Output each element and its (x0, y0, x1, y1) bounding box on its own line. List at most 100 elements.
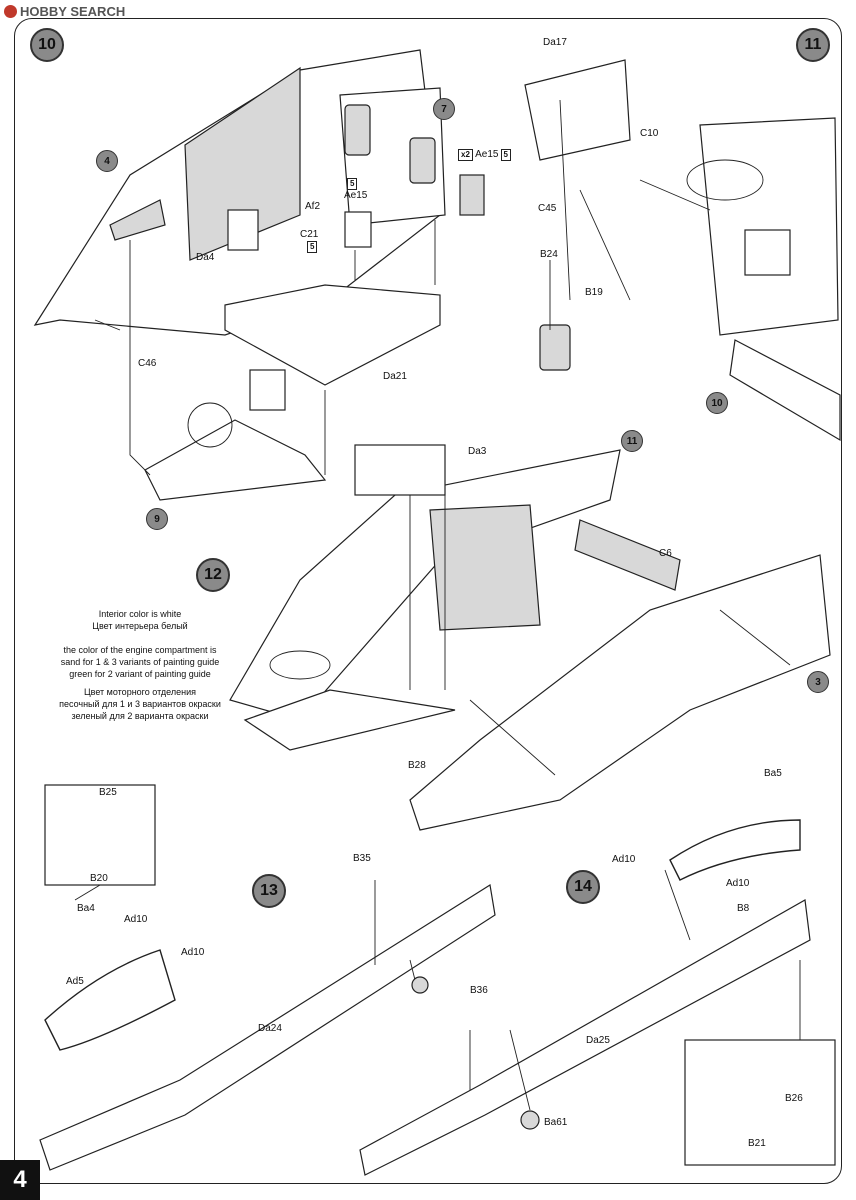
ae15-part (344, 211, 372, 248)
sprue-box: 5 (500, 149, 511, 161)
label-ad10-c: Ad10 (612, 854, 636, 865)
battery-box (109, 199, 166, 241)
filter-canister (344, 104, 371, 156)
hull-inner-panel (184, 66, 301, 261)
watermark: HOBBY SEARCH (4, 4, 125, 19)
ref-step-9: 9 (146, 508, 168, 530)
steering-wheel (269, 650, 331, 680)
gear-lever-base (539, 324, 571, 371)
ref-step-7: 7 (433, 98, 455, 120)
sprue-box: 5 (347, 178, 358, 190)
note-line: green for 2 variant of painting guide (69, 669, 211, 679)
label-c21: C21 (300, 229, 318, 240)
assembly-leaders (469, 869, 801, 1111)
label-af2: Af2 (305, 201, 321, 212)
label-b28: B28 (408, 760, 426, 771)
filter-canister (409, 137, 436, 184)
step-number-12: 12 (196, 558, 230, 592)
label-ba61: Ba61 (544, 1117, 568, 1128)
detail-inset (684, 1039, 836, 1166)
note-line: Цвет интерьера белый (92, 621, 188, 631)
label-ad10-b: Ad10 (181, 947, 205, 958)
da4-box (227, 209, 259, 251)
detail-inset (44, 784, 156, 886)
da21-floor (224, 284, 441, 386)
note-line: Interior color is white (98, 609, 182, 619)
label-b19: B19 (585, 287, 603, 298)
label-b20: B20 (90, 873, 108, 884)
da3-box (354, 444, 446, 496)
steering-wheel (686, 159, 764, 201)
color-notes: Interior color is white Цвет интерьера б… (50, 608, 230, 722)
label-da24: Da24 (258, 1023, 282, 1034)
assembly-leaders (549, 99, 711, 330)
step-12-drawing (229, 444, 831, 831)
shock-absorber (520, 1110, 540, 1130)
step-13-drawing (39, 784, 496, 1171)
label-c21-box: 5 (305, 241, 318, 253)
ae15-box (459, 174, 485, 216)
step-number-14: 14 (566, 870, 600, 904)
label-ad5: Ad5 (66, 976, 84, 987)
ref-step-10: 10 (706, 392, 728, 414)
label-ae15: Ae15 (475, 149, 499, 160)
note-line: the color of the engine compartment is (63, 645, 217, 655)
label-ba5: Ba5 (764, 768, 782, 779)
step-11-drawing (524, 59, 841, 442)
leaf-spring (669, 819, 801, 881)
step-number-13: 13 (252, 874, 286, 908)
note-line: sand for 1 & 3 variants of painting guid… (60, 657, 220, 667)
label-c46: C46 (138, 358, 157, 369)
da17-panel (524, 59, 631, 161)
driver-seat (249, 369, 286, 411)
sprue-box: 5 (307, 241, 318, 253)
label-ae15-group: 5 (345, 178, 358, 190)
ref-step-4: 4 (96, 150, 118, 172)
label-da17: Da17 (543, 37, 567, 48)
label-b24: B24 (540, 249, 558, 260)
assembly-leaders (94, 220, 436, 476)
step-number-10: 10 (30, 28, 64, 62)
c6-bar (574, 519, 681, 591)
label-ae15-b: Ae15 (344, 190, 368, 201)
note-line: песочный для 1 и 3 вариантов окраски (59, 699, 221, 709)
label-b35: B35 (353, 853, 371, 864)
label-b8: B8 (737, 903, 750, 914)
label-da3: Da3 (468, 446, 487, 457)
watermark-text: HOBBY SEARCH (20, 4, 126, 19)
assembly-leaders (74, 880, 416, 981)
hull-lower (729, 339, 841, 442)
label-da25: Da25 (586, 1035, 610, 1046)
label-ad10-a: Ad10 (124, 914, 148, 925)
note-line: Цвет моторного отделения (84, 687, 196, 697)
steering-wheel (187, 402, 233, 448)
b28-floor (243, 689, 456, 751)
seat (744, 229, 791, 276)
ref-step-3: 3 (807, 671, 829, 693)
step9-floor (144, 419, 327, 501)
assembly-leaders (409, 495, 791, 776)
hull-right-wall (409, 554, 831, 831)
label-da4: Da4 (196, 252, 215, 263)
label-b21: B21 (748, 1138, 766, 1149)
step-14-drawing (359, 819, 836, 1176)
label-b26: B26 (785, 1093, 803, 1104)
label-b25: B25 (99, 787, 117, 798)
label-c45: C45 (538, 203, 557, 214)
step-10-drawing (33, 49, 485, 501)
logo-icon (4, 5, 17, 18)
da25-frame-rail (359, 899, 811, 1176)
label-ad10-d: Ad10 (726, 878, 750, 889)
da24-frame-rail (39, 884, 496, 1171)
label-da21: Da21 (383, 371, 407, 382)
leaf-spring (44, 949, 176, 1051)
label-c10: C10 (640, 128, 659, 139)
shock-absorber (411, 976, 429, 994)
page-number: 4 (0, 1160, 40, 1200)
ref-step-11: 11 (621, 430, 643, 452)
label-c6: C6 (659, 548, 672, 559)
page-border (14, 18, 842, 1184)
